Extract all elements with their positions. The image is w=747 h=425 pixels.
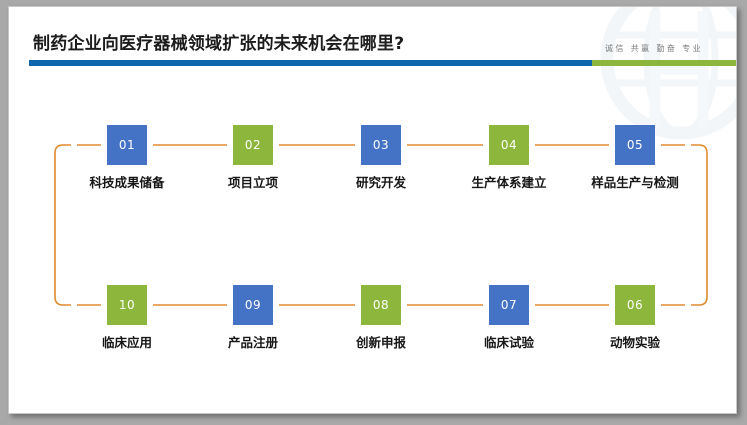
slide-panel: 制药企业向医疗器械领域扩张的未来机会在哪里? 诚信 共赢 勤奋 专业 01 科技成… — [8, 6, 737, 414]
flow-step-number-badge[interactable]: 06 — [615, 285, 655, 325]
flow-step-10[interactable]: 10 临床应用 — [67, 285, 187, 351]
flow-step-label: 科技成果储备 — [89, 175, 165, 190]
flow-step-label: 项目立项 — [227, 175, 278, 190]
flow-step-02[interactable]: 02 项目立项 — [193, 125, 313, 191]
flow-step-03[interactable]: 03 研究开发 — [321, 125, 441, 191]
flow-step-01[interactable]: 01 科技成果储备 — [67, 125, 187, 191]
flow-step-09[interactable]: 09 产品注册 — [193, 285, 313, 351]
company-slogan: 诚信 共赢 勤奋 专业 — [605, 44, 704, 53]
flow-step-04[interactable]: 04 生产体系建立 — [449, 125, 569, 191]
flow-step-07[interactable]: 07 临床试验 — [449, 285, 569, 351]
rule-segment-blue — [29, 60, 592, 66]
process-flow-diagram: 01 科技成果储备 02 项目立项 03 研究开发 04 生产体系建立 05 样品生产与检测 10… — [9, 7, 736, 413]
flow-connector-lines — [54, 144, 708, 306]
flow-step-label: 创新申报 — [355, 335, 406, 350]
flow-step-number-badge[interactable]: 07 — [489, 285, 529, 325]
flow-step-number-badge[interactable]: 01 — [107, 125, 147, 165]
flow-step-label: 研究开发 — [355, 175, 406, 190]
flow-step-08[interactable]: 08 创新申报 — [321, 285, 441, 351]
page-title: 制药企业向医疗器械领域扩张的未来机会在哪里? — [33, 34, 405, 54]
flow-step-label: 产品注册 — [227, 335, 278, 350]
flow-step-number-badge[interactable]: 08 — [361, 285, 401, 325]
flow-step-number-badge[interactable]: 09 — [233, 285, 273, 325]
title-underline-rule — [29, 60, 736, 66]
flow-step-label: 临床应用 — [101, 335, 152, 350]
flow-step-label: 生产体系建立 — [471, 175, 547, 190]
flow-step-number-badge[interactable]: 02 — [233, 125, 273, 165]
flow-step-number-badge[interactable]: 03 — [361, 125, 401, 165]
flow-step-label: 样品生产与检测 — [591, 175, 679, 190]
flow-step-label: 动物实验 — [609, 335, 660, 350]
flow-step-06[interactable]: 06 动物实验 — [575, 285, 695, 351]
flow-step-number-badge[interactable]: 05 — [615, 125, 655, 165]
flow-step-number-badge[interactable]: 10 — [107, 285, 147, 325]
flow-step-05[interactable]: 05 样品生产与检测 — [575, 125, 695, 191]
rule-segment-green — [592, 60, 736, 66]
flow-step-label: 临床试验 — [483, 335, 534, 350]
flow-step-number-badge[interactable]: 04 — [489, 125, 529, 165]
